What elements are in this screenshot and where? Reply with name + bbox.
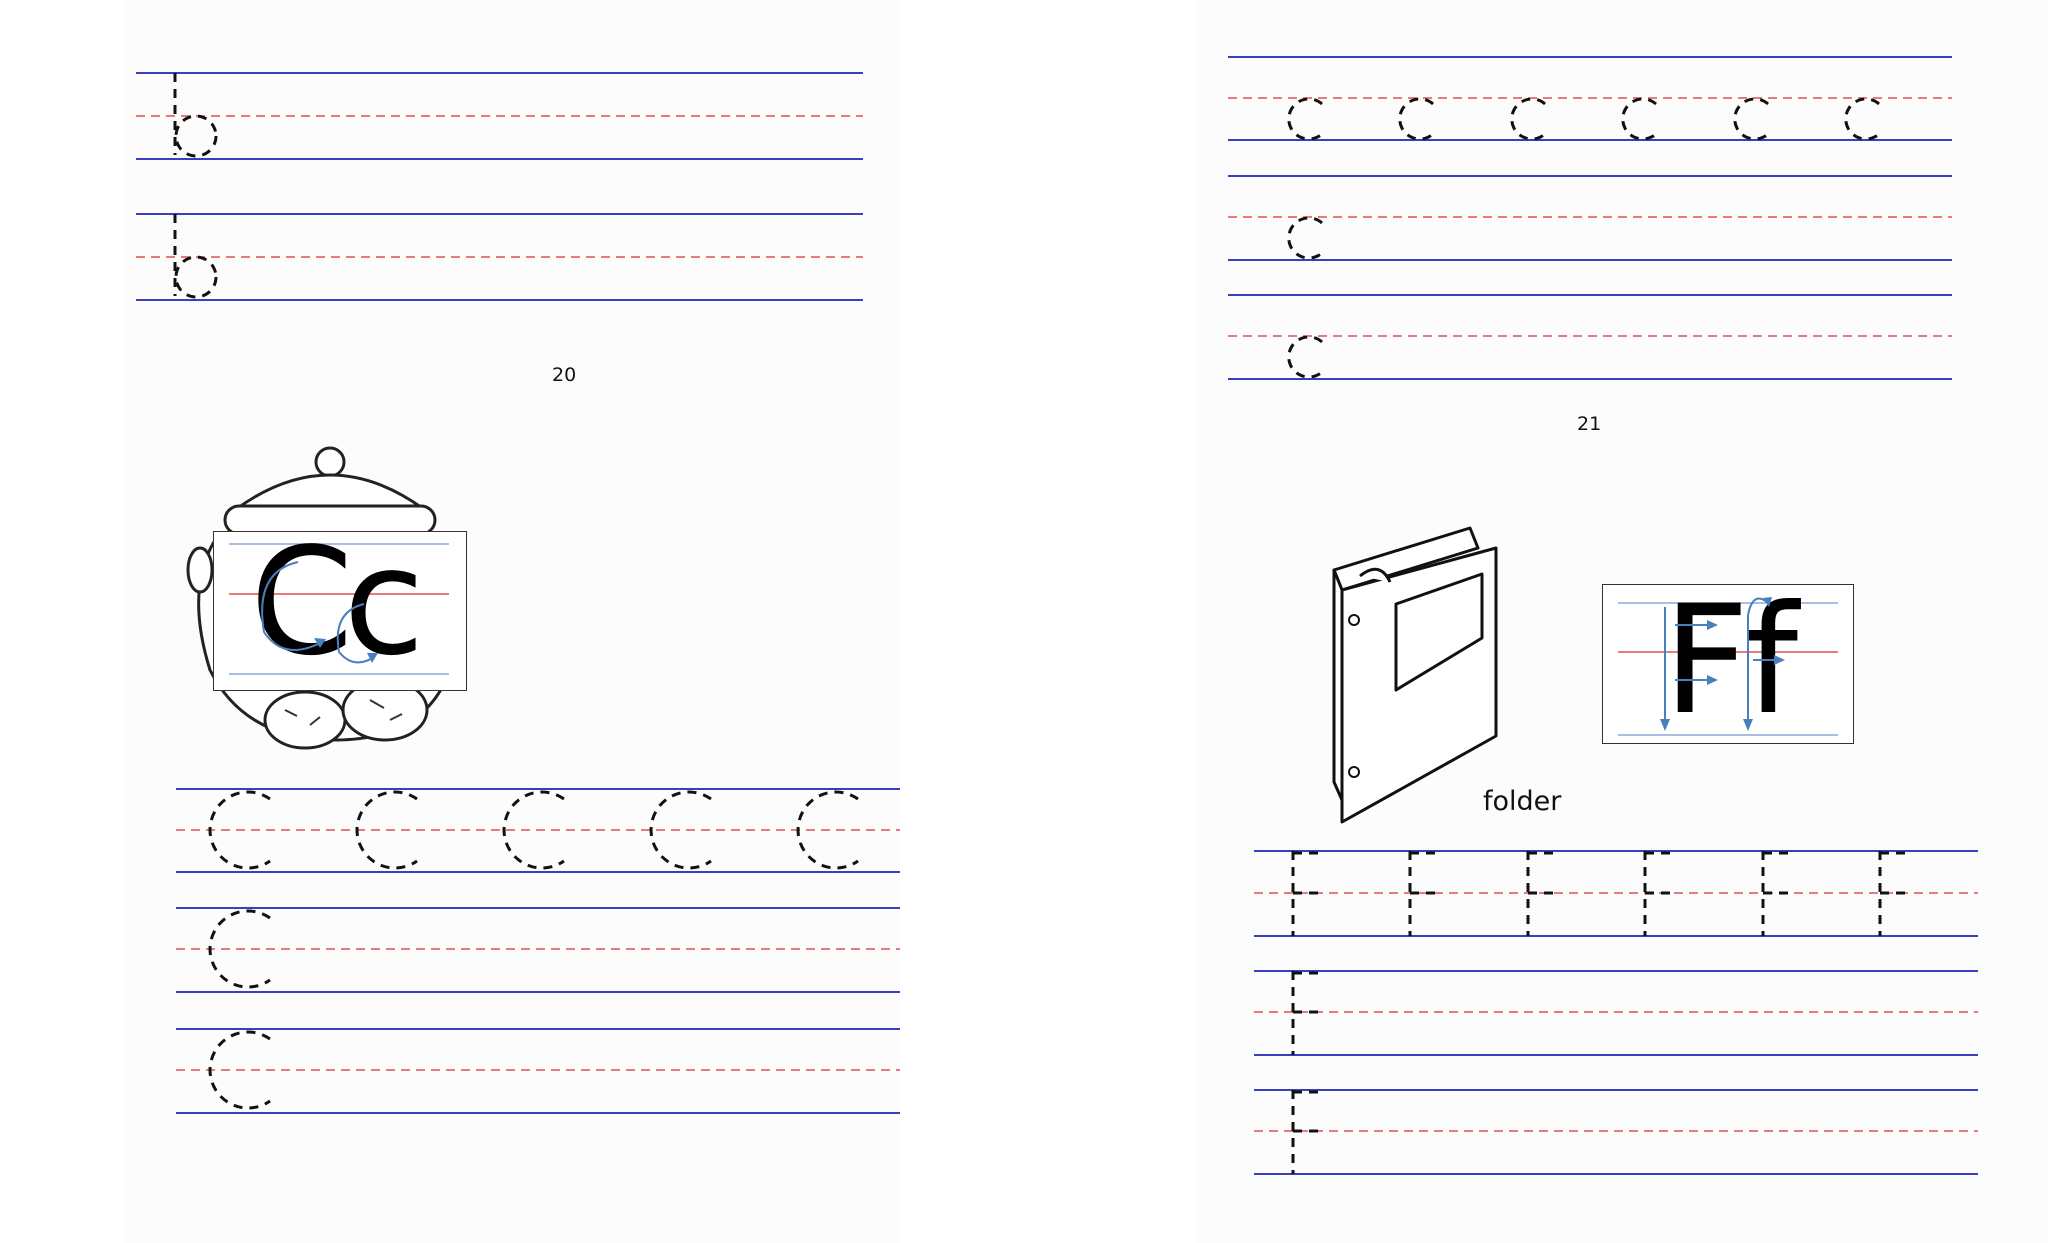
f-row-2	[1254, 970, 1978, 1056]
traced-c-letter	[1510, 97, 1546, 141]
b-row-1	[136, 72, 863, 160]
f-tracing-rows	[1254, 850, 1978, 1175]
c-tracing-rows-right	[1228, 56, 1952, 380]
traced-c-letter	[208, 1030, 271, 1110]
traced-b-letter	[173, 214, 218, 299]
traced-c-letter	[208, 909, 271, 989]
traced-c-letter	[649, 790, 712, 870]
card-guide-lines	[1618, 602, 1838, 736]
c-row-1	[1228, 56, 1952, 141]
traced-f-letter	[1291, 851, 1324, 936]
picture-caption: folder	[1483, 786, 1562, 817]
card-letter-text: Cc	[250, 516, 425, 688]
traced-f-letter	[1291, 1090, 1324, 1174]
traced-f-letter	[1643, 851, 1676, 936]
traced-f-letter	[1761, 851, 1794, 936]
b-row-2	[136, 213, 863, 301]
f-row-3	[1254, 1089, 1978, 1175]
traced-f-letter	[1291, 971, 1324, 1055]
traced-b-letter	[173, 73, 218, 158]
traced-c-letter	[502, 790, 565, 870]
traced-c-letter	[355, 790, 418, 870]
traced-f-letter	[1878, 851, 1911, 936]
c-row-3	[176, 1028, 900, 1114]
f-row-1	[1254, 850, 1978, 937]
stroke-direction-arrows	[261, 561, 378, 664]
traced-f-letter	[1526, 851, 1559, 936]
b-tracing-rows	[136, 72, 863, 301]
traced-c-letter	[1398, 97, 1434, 141]
c-row-2	[1228, 175, 1952, 261]
folder-binder-icon	[1332, 526, 1498, 824]
page-number-left: 20	[552, 364, 577, 386]
c-row-3	[1228, 294, 1952, 380]
traced-c-letter	[208, 790, 271, 870]
traced-f-letter	[1408, 851, 1441, 936]
traced-c-letter	[1287, 216, 1323, 260]
traced-c-letter	[796, 790, 859, 870]
card-guide-lines	[229, 543, 449, 675]
traced-c-letter	[1287, 97, 1323, 141]
c-row-1	[176, 788, 900, 873]
c-row-2	[176, 907, 900, 993]
c-tracing-rows-left	[176, 788, 900, 1114]
letter-card-ff: Ff	[1602, 584, 1854, 744]
traced-c-letter	[1733, 97, 1769, 141]
traced-c-letter	[1287, 335, 1323, 379]
stroke-direction-arrows	[1660, 597, 1785, 731]
letter-card-cc: Cc	[213, 516, 467, 691]
traced-c-letter	[1621, 97, 1657, 141]
traced-c-letter	[1844, 97, 1880, 141]
page-number-right: 21	[1577, 413, 1602, 435]
